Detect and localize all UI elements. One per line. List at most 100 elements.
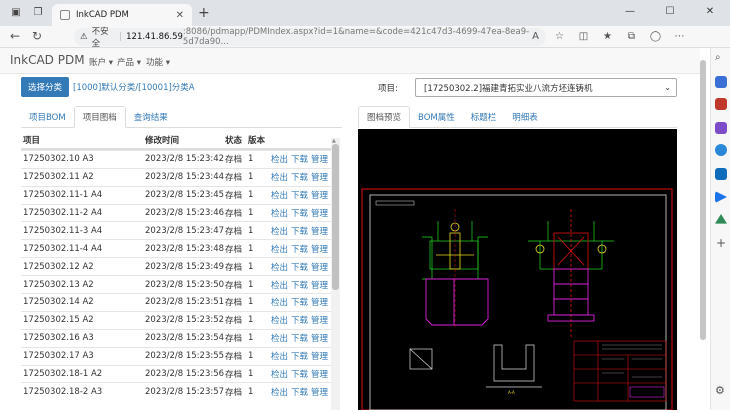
tree-icon[interactable] — [715, 214, 727, 224]
checkout-link[interactable]: 检出 — [271, 387, 289, 398]
download-link[interactable]: 下载 — [291, 173, 309, 184]
manage-link[interactable]: 管理 — [311, 155, 329, 166]
close-window-icon[interactable]: ✕ — [705, 5, 715, 17]
browser-tab[interactable]: InkCAD PDM ✕ — [52, 4, 192, 26]
manage-link[interactable]: 管理 — [311, 244, 329, 255]
workspaces-icon[interactable]: ▣ — [11, 6, 21, 18]
split-screen-icon[interactable]: ◫ — [578, 31, 589, 42]
tab-bom-attributes[interactable]: BOM属性 — [418, 113, 455, 123]
more-icon[interactable]: ⋯ — [674, 31, 685, 42]
download-link[interactable]: 下载 — [291, 280, 309, 291]
download-link[interactable]: 下载 — [291, 352, 309, 363]
games-icon[interactable] — [715, 122, 727, 134]
table-scroll-thumb[interactable] — [332, 144, 339, 290]
favorite-star-icon[interactable]: ☆ — [555, 31, 564, 42]
address-field[interactable]: ⚠ 不安全 | 121.41.86.59:8086/pdmapp/PDMInde… — [74, 27, 546, 49]
tab-doc-preview[interactable]: 图档预览 — [358, 106, 411, 128]
tab-project-docs[interactable]: 项目图档 — [73, 106, 126, 128]
checkout-link[interactable]: 检出 — [271, 226, 289, 237]
checkout-link[interactable]: 检出 — [271, 191, 289, 202]
collections-icon[interactable]: ⧉ — [627, 31, 636, 42]
checkout-link[interactable]: 检出 — [271, 316, 289, 327]
tab-detail-table[interactable]: 明细表 — [512, 113, 538, 123]
tab-project-bom[interactable]: 项目BOM — [29, 113, 66, 123]
manage-link[interactable]: 管理 — [311, 226, 329, 237]
outlook-icon[interactable] — [715, 168, 727, 180]
maximize-icon[interactable]: ☐ — [665, 5, 675, 17]
manage-link[interactable]: 管理 — [311, 298, 329, 309]
menu-product[interactable]: 产品 ▾ — [117, 58, 141, 68]
menu-function[interactable]: 功能 ▾ — [146, 58, 170, 68]
send-icon[interactable] — [715, 191, 727, 203]
copilot-icon[interactable] — [715, 144, 727, 156]
tag-icon[interactable] — [715, 76, 727, 88]
download-link[interactable]: 下载 — [291, 262, 309, 273]
checkout-link[interactable]: 检出 — [271, 352, 289, 363]
manage-link[interactable]: 管理 — [311, 316, 329, 327]
download-link[interactable]: 下载 — [291, 316, 309, 327]
add-icon[interactable]: + — [716, 236, 727, 250]
download-link[interactable]: 下载 — [291, 387, 309, 398]
manage-link[interactable]: 管理 — [311, 280, 329, 291]
download-link[interactable]: 下载 — [291, 298, 309, 309]
manage-link[interactable]: 管理 — [311, 334, 329, 345]
checkout-link[interactable]: 检出 — [271, 370, 289, 381]
back-icon[interactable]: ← — [10, 29, 21, 43]
app-brand[interactable]: InkCAD PDM — [10, 53, 85, 67]
read-aloud-icon[interactable]: A — [532, 31, 539, 42]
tab-title-block[interactable]: 标题栏 — [470, 113, 497, 123]
manage-link[interactable]: 管理 — [311, 370, 329, 381]
checkout-link[interactable]: 检出 — [271, 173, 289, 184]
checkout-link[interactable]: 检出 — [271, 262, 289, 273]
page-scrollbar[interactable] — [700, 60, 706, 410]
download-link[interactable]: 下载 — [291, 155, 309, 166]
project-select[interactable]: [17250302.2]福建青拓实业八流方坯连铸机 ⌄ — [415, 78, 677, 97]
select-category-button[interactable]: 选择分类 — [21, 77, 69, 97]
close-tab-icon[interactable]: ✕ — [175, 9, 184, 21]
download-link[interactable]: 下载 — [291, 244, 309, 255]
checkout-link[interactable]: 检出 — [271, 244, 289, 255]
scroll-up-icon[interactable]: ▲ — [332, 138, 336, 144]
minimize-icon[interactable]: — — [625, 5, 635, 17]
manage-link[interactable]: 管理 — [311, 191, 329, 202]
manage-link[interactable]: 管理 — [311, 173, 329, 184]
checkout-link[interactable]: 检出 — [271, 334, 289, 345]
download-link[interactable]: 下载 — [291, 209, 309, 219]
toolbox-icon[interactable] — [715, 98, 727, 110]
manage-link[interactable]: 管理 — [311, 387, 329, 398]
download-link[interactable]: 下载 — [291, 226, 309, 237]
download-link[interactable]: 下载 — [291, 334, 309, 345]
new-tab-icon[interactable]: + — [198, 5, 210, 21]
manage-link[interactable]: 管理 — [311, 352, 329, 363]
cad-drawing-preview[interactable]: A-A — [358, 129, 677, 411]
profile-icon[interactable]: ◯ — [649, 31, 662, 42]
table-scrollbar[interactable]: ▲ — [331, 138, 340, 410]
refresh-icon[interactable]: ↻ — [32, 29, 43, 43]
download-link[interactable]: 下载 — [291, 191, 309, 202]
download-link[interactable]: 下载 — [291, 370, 309, 381]
manage-link[interactable]: 管理 — [311, 262, 329, 273]
menu-account[interactable]: 账户 ▾ — [89, 58, 113, 68]
checkout-link[interactable]: 检出 — [271, 280, 289, 291]
checkout-link[interactable]: 检出 — [271, 155, 289, 166]
tab-query-results[interactable]: 查询结果 — [133, 113, 168, 123]
favorites-icon[interactable]: ★ — [603, 31, 612, 42]
category-breadcrumb[interactable]: [1000]默认分类/[10001]分类A — [73, 83, 195, 93]
checkout-link[interactable]: 检出 — [271, 298, 289, 309]
search-icon[interactable]: ⌕ — [715, 52, 721, 63]
tab-actions-icon[interactable]: ❐ — [33, 6, 43, 18]
